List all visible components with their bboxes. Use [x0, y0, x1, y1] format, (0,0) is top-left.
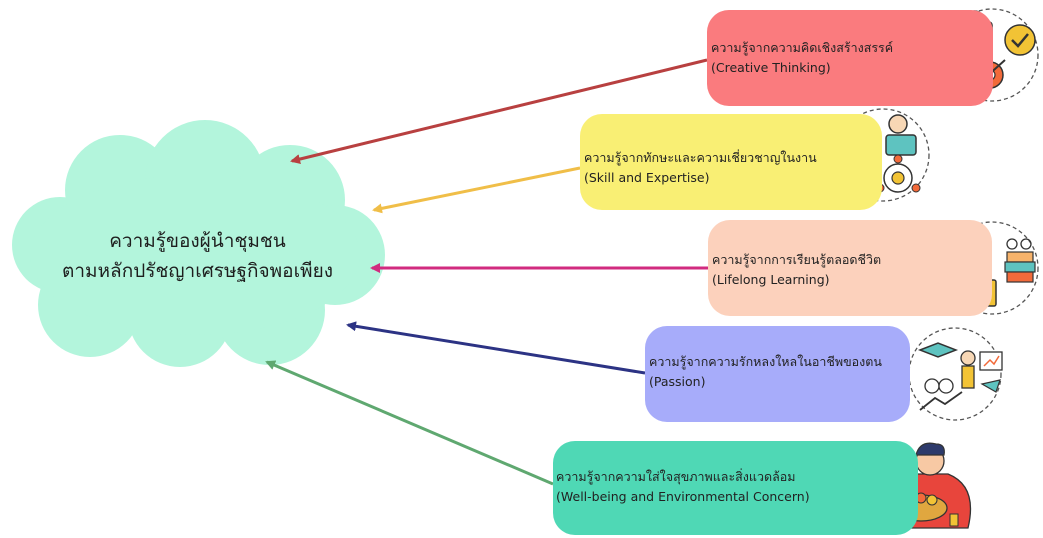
box-skill-expertise-thai: ความรู้จากทักษะและความเชี่ยวชาญในงาน: [584, 150, 817, 165]
center-title-line1: ความรู้ของผู้นำชุมชน: [109, 230, 286, 252]
center-title-line2: ตามหลักปรัชญาเศรษฐกิจพอเพียง: [62, 260, 333, 282]
center-title: ความรู้ของผู้นำชุมชน ตามหลักปรัชญาเศรษฐก…: [40, 226, 355, 286]
arrow-creative-thinking: [290, 58, 708, 164]
box-wellbeing-thai: ความรู้จากความใส่ใจสุขภาพและสิ่งแวดล้อม: [556, 469, 796, 484]
box-passion: ความรู้จากความรักหลงใหลในอาชีพของตน (Pas…: [645, 326, 910, 422]
box-passion-english: (Passion): [649, 374, 706, 389]
arrow-skill-expertise: [372, 166, 581, 214]
arrow-wellbeing: [265, 360, 554, 486]
box-lifelong-learning: ความรู้จากการเรียนรู้ตลอดชีวิต (Lifelong…: [708, 220, 992, 316]
box-wellbeing: ความรู้จากความใส่ใจสุขภาพและสิ่งแวดล้อม …: [553, 441, 918, 535]
arrow-passion: [346, 321, 646, 375]
passion-icon: [908, 327, 1003, 421]
box-passion-thai: ความรู้จากความรักหลงใหลในอาชีพของตน: [649, 354, 882, 369]
box-skill-expertise-english: (Skill and Expertise): [584, 170, 710, 185]
box-lifelong-learning-english: (Lifelong Learning): [712, 272, 830, 287]
box-wellbeing-english: (Well-being and Environmental Concern): [556, 489, 810, 504]
box-creative-thinking-english: (Creative Thinking): [711, 60, 831, 75]
box-creative-thinking-thai: ความรู้จากความคิดเชิงสร้างสรรค์: [711, 40, 894, 55]
center-cloud: [12, 120, 385, 367]
box-creative-thinking: ความรู้จากความคิดเชิงสร้างสรรค์ (Creativ…: [707, 10, 993, 106]
box-skill-expertise: ความรู้จากทักษะและความเชี่ยวชาญในงาน (Sk…: [580, 114, 882, 210]
box-lifelong-learning-thai: ความรู้จากการเรียนรู้ตลอดชีวิต: [712, 252, 882, 267]
